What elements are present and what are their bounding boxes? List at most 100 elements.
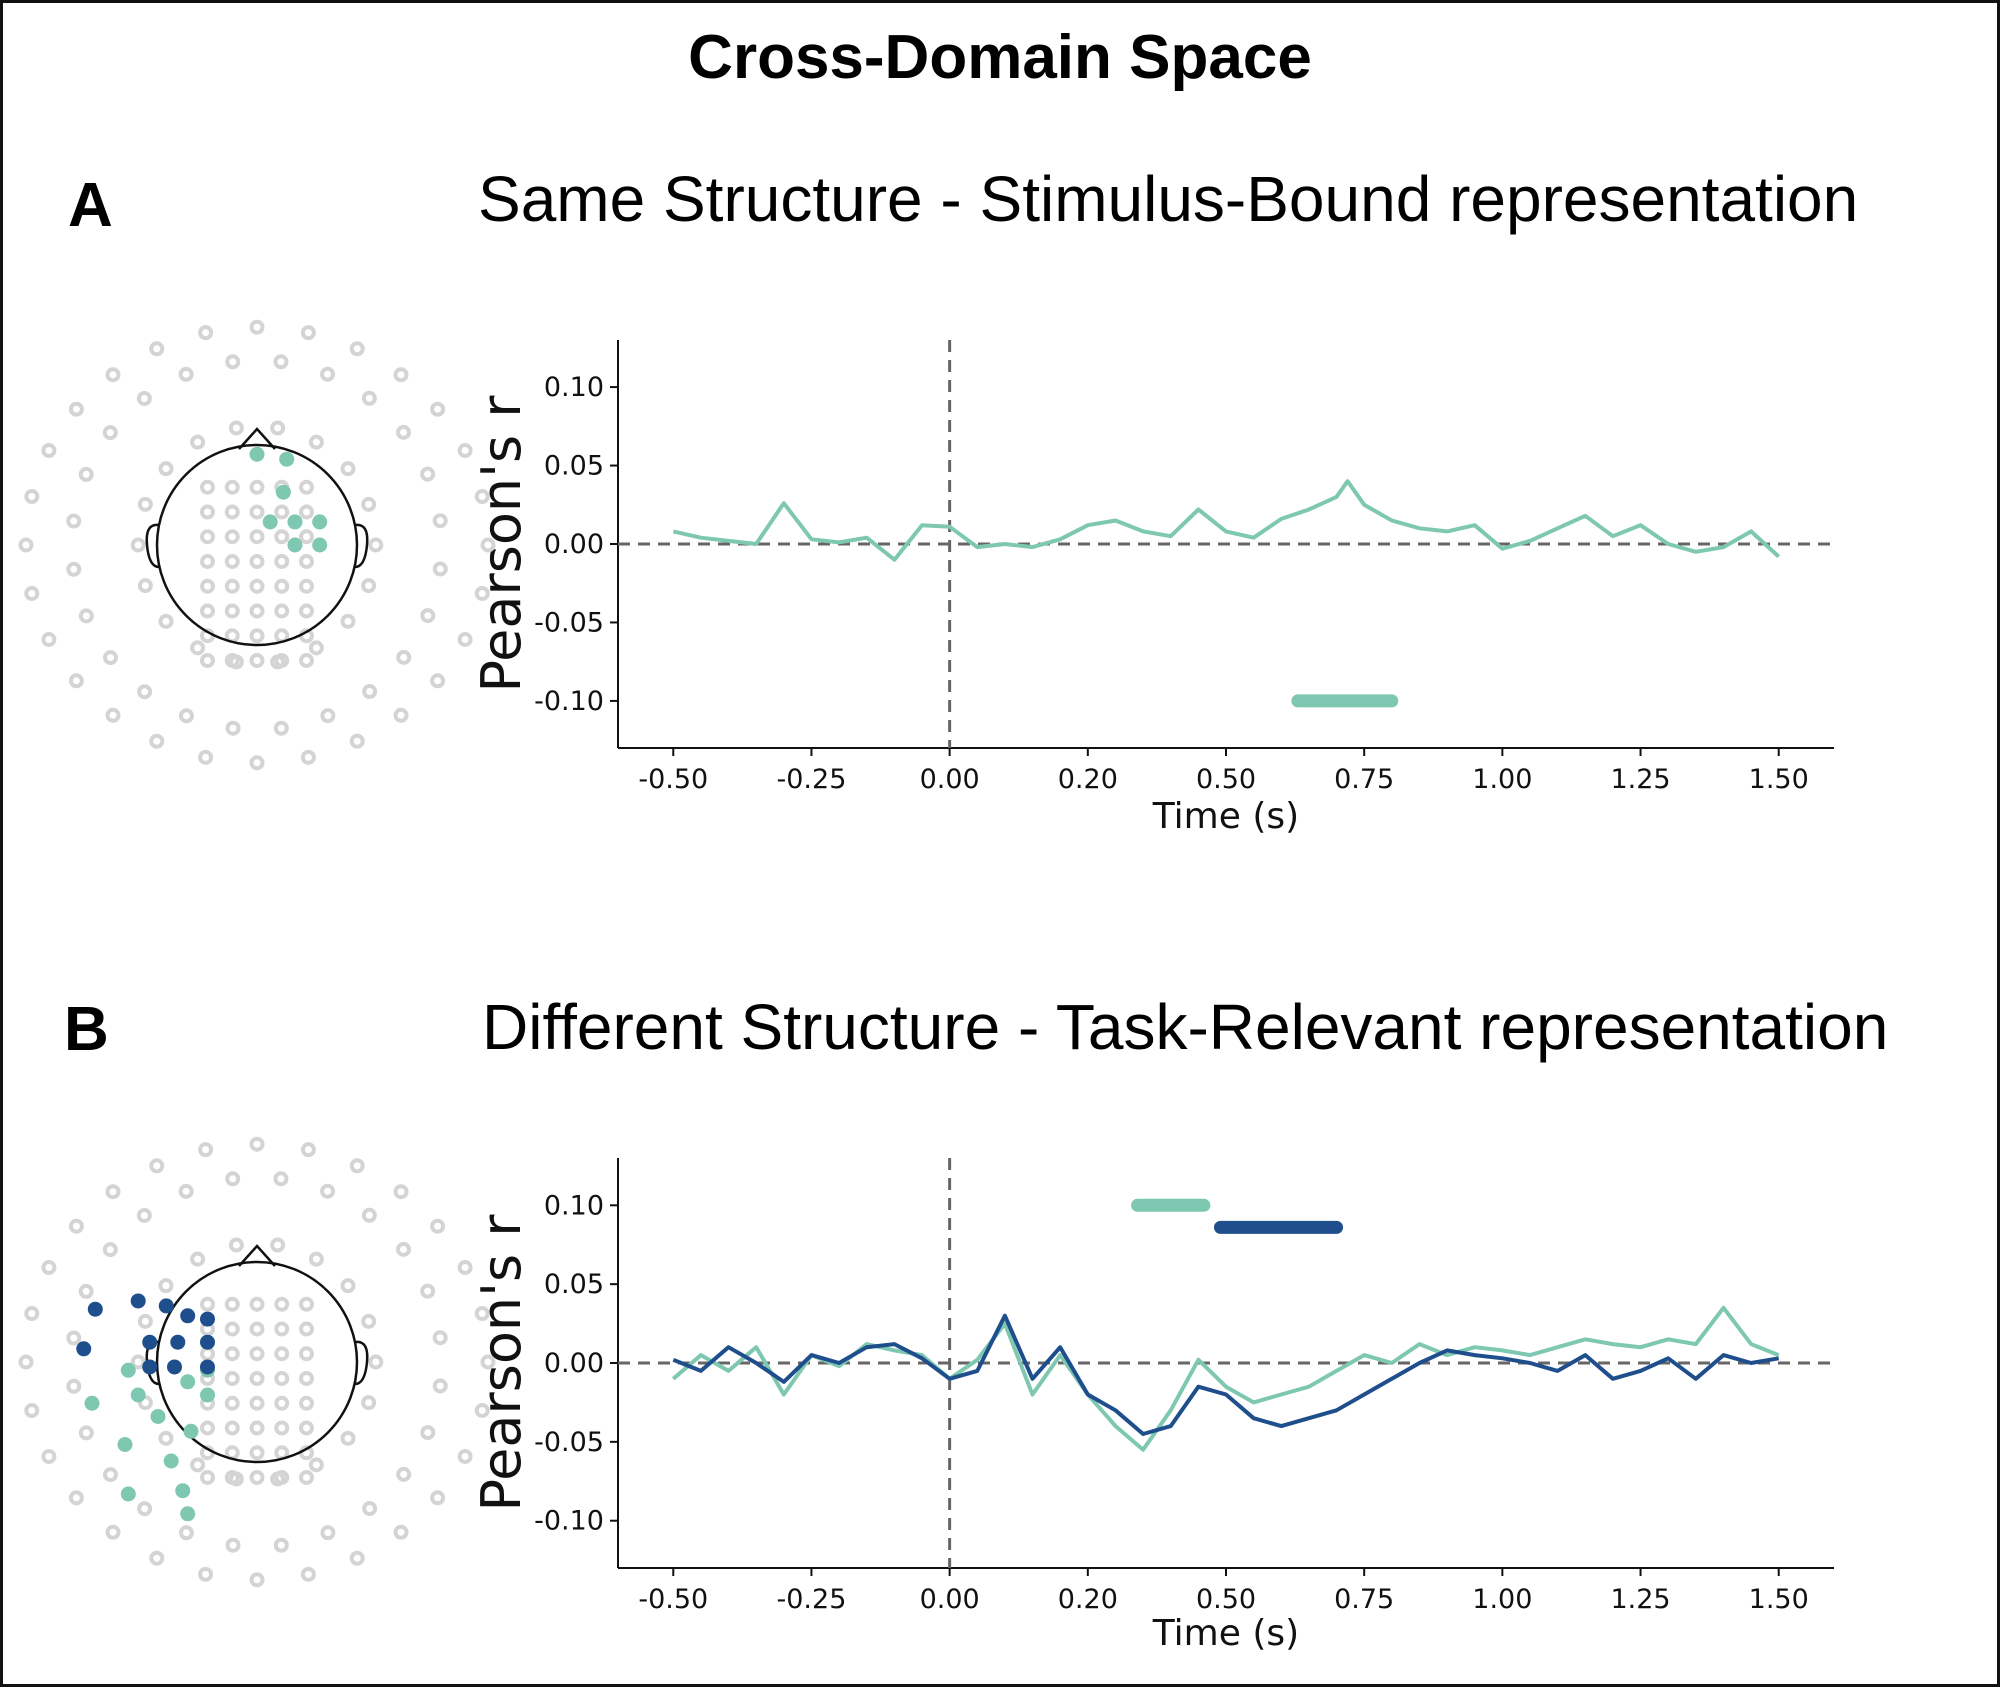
electrode-teal <box>200 1387 215 1403</box>
electrode-inactive <box>274 1346 290 1362</box>
electrode-inactive <box>78 466 94 482</box>
electrode-inactive <box>300 1566 316 1582</box>
electrode-teal <box>183 1423 199 1439</box>
electrode-inactive <box>228 420 244 436</box>
x-tick-label: 0.00 <box>920 1584 980 1615</box>
electrode-navy <box>142 1334 158 1350</box>
electrode-inactive <box>474 489 490 505</box>
electrode-inactive <box>396 1241 412 1257</box>
electrode-inactive <box>430 1218 446 1234</box>
electrode-inactive <box>340 613 356 629</box>
electrode-inactive <box>368 1354 384 1370</box>
electrode-inactive <box>249 1296 265 1312</box>
electrode-inactive <box>270 1471 286 1487</box>
nose-shape <box>238 427 276 450</box>
electrode-inactive <box>340 1430 356 1446</box>
electrode-inactive <box>158 1430 174 1446</box>
electrode-inactive <box>274 1395 290 1411</box>
electrode-inactive <box>224 554 240 569</box>
electrode-inactive <box>225 354 241 370</box>
electrode-inactive <box>299 554 314 569</box>
electrode-inactive <box>396 1466 412 1482</box>
electrode-inactive <box>68 673 84 689</box>
electrode-inactive <box>41 1448 57 1464</box>
x-tick-label: 1.00 <box>1472 1584 1532 1615</box>
electrode-inactive <box>137 496 153 512</box>
electrode-inactive <box>393 1184 409 1200</box>
electrode-inactive <box>249 603 265 619</box>
y-tick-label: -0.10 <box>534 686 604 717</box>
electrode-inactive <box>320 708 336 724</box>
electrode-navy <box>170 1334 186 1350</box>
y-tick-label: 0.05 <box>544 451 604 482</box>
electrode-inactive <box>349 1550 365 1566</box>
electrode-inactive <box>430 401 446 417</box>
head-outline <box>155 443 359 647</box>
y-tick-label: 0.10 <box>544 1190 604 1221</box>
electrode-teal <box>175 1483 191 1499</box>
electrode-inactive <box>105 1184 121 1200</box>
x-tick-label: -0.50 <box>638 1584 708 1615</box>
y-tick-label: -0.10 <box>534 1506 604 1537</box>
electrode-inactive <box>66 1330 82 1346</box>
electrode-inactive <box>299 603 314 619</box>
electrode-navy <box>167 1359 182 1375</box>
electrode-teal <box>287 537 303 553</box>
x-tick-label: 0.50 <box>1196 764 1256 795</box>
electrode-inactive <box>340 461 356 477</box>
electrode-inactive <box>228 1471 244 1487</box>
electrode-inactive <box>361 1395 377 1411</box>
electrode-navy <box>87 1301 103 1317</box>
electrode-inactive <box>368 537 384 553</box>
electrode-inactive <box>78 608 94 624</box>
electrode-inactive <box>299 1346 314 1362</box>
electrode-inactive <box>149 1550 165 1566</box>
electrode-inactive <box>224 1296 240 1312</box>
y-tick-label: 0.00 <box>544 1348 604 1379</box>
y-axis-label: Pearson's r <box>470 395 533 693</box>
figure-title: Cross-Domain Space <box>688 23 1312 92</box>
x-tick-label: 0.20 <box>1058 764 1118 795</box>
x-axis-label: Time (s) <box>1152 1613 1299 1654</box>
electrode-inactive <box>200 1346 215 1362</box>
electrode-navy <box>142 1359 158 1375</box>
electrode-inactive <box>178 708 194 724</box>
x-tick-label: 0.50 <box>1196 1584 1256 1615</box>
electrode-teal <box>150 1408 166 1424</box>
electrode-inactive <box>249 554 265 569</box>
electrode-inactive <box>249 529 265 545</box>
electrode-inactive <box>299 479 314 495</box>
electrode-inactive <box>224 479 240 495</box>
electrode-teal <box>312 537 328 553</box>
electrode-inactive <box>274 554 290 569</box>
electrode-inactive <box>24 1402 40 1418</box>
electrode-teal <box>120 1486 136 1502</box>
electrode-inactive <box>273 1537 289 1553</box>
panel-b-letter: B <box>64 995 109 1064</box>
electrode-inactive <box>66 1378 82 1394</box>
electrode-inactive <box>249 1346 265 1362</box>
electrode-inactive <box>105 367 121 383</box>
electrode-inactive <box>249 578 265 594</box>
electrode-inactive <box>102 650 118 666</box>
series-line-1 <box>672 479 1781 562</box>
electrode-inactive <box>474 1306 490 1322</box>
electrode-inactive <box>137 1501 153 1517</box>
electrode-inactive <box>299 1321 314 1337</box>
electrode-inactive <box>24 1306 40 1322</box>
electrode-inactive <box>200 504 215 520</box>
electrode-inactive <box>24 585 40 601</box>
electrode-inactive <box>299 1470 314 1485</box>
electrode-teal <box>120 1362 136 1378</box>
electrode-inactive <box>190 640 206 656</box>
electrode-inactive <box>249 628 265 644</box>
electrode-inactive <box>198 1142 214 1158</box>
electrode-inactive <box>228 654 244 670</box>
electrode-inactive <box>136 390 152 406</box>
electrode-inactive <box>274 529 290 545</box>
electrode-inactive <box>224 504 240 520</box>
x-tick-label: 1.25 <box>1610 1584 1670 1615</box>
electrode-navy <box>158 1298 174 1314</box>
electrode-inactive <box>137 684 153 700</box>
